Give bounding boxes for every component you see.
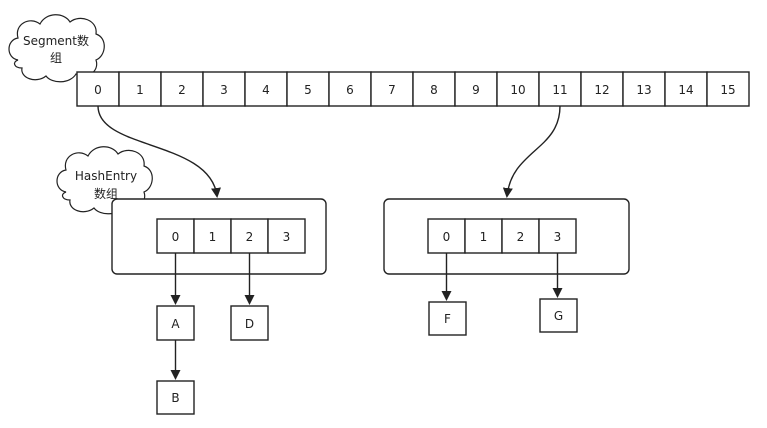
hashentry-cell: 2 (230, 218, 269, 254)
segment11-to-right-table-arrow (502, 105, 561, 198)
segment-cell: 12 (580, 71, 624, 107)
hashentry-cell: 3 (267, 218, 306, 254)
segment-cell-label: 7 (388, 83, 396, 97)
segment0-to-left-table-arrow (97, 105, 221, 198)
segment-cell: 1 (118, 71, 162, 107)
hashentry-cell: 2 (501, 218, 540, 254)
segment-cell: 0 (76, 71, 120, 107)
segment-cell-label: 13 (636, 83, 651, 97)
entry-node-D-label: D (245, 317, 254, 331)
hashentry-cell: 3 (538, 218, 577, 254)
hashentry-cell: 1 (193, 218, 232, 254)
hashentry-cell-label: 1 (480, 230, 488, 244)
hashentry-cell-label: 2 (517, 230, 525, 244)
segment-cell: 3 (202, 71, 246, 107)
entry-node-F-label: F (444, 312, 451, 326)
hashentry-cell-label: 3 (283, 230, 291, 244)
hashentry-cell-label: 0 (172, 230, 180, 244)
segment-cell-label: 14 (678, 83, 693, 97)
entry-node-B-label: B (171, 391, 179, 405)
hashentry-cell: 1 (464, 218, 503, 254)
segment-cell: 4 (244, 71, 288, 107)
segment-cell-label: 10 (510, 83, 525, 97)
segment-cell-label: 0 (94, 83, 102, 97)
entry-node-D: D (230, 305, 269, 341)
hashentry-cell-label: 1 (209, 230, 217, 244)
segment-cell-label: 1 (136, 83, 144, 97)
segment-cell: 2 (160, 71, 204, 107)
segment-cell: 6 (328, 71, 372, 107)
segment-cell-label: 2 (178, 83, 186, 97)
hashentry-table-left: 0 1 2 3 (111, 198, 327, 275)
segment-cell: 9 (454, 71, 498, 107)
segment-cloud: Segment数 组 (8, 14, 105, 83)
entry-node-B: B (156, 380, 195, 415)
segment-cell-label: 8 (430, 83, 438, 97)
segment-cell: 8 (412, 71, 456, 107)
segment-cell-label: 4 (262, 83, 270, 97)
segment-cell-label: 5 (304, 83, 312, 97)
segment-cell: 15 (706, 71, 750, 107)
segment-cell: 5 (286, 71, 330, 107)
hashentry-cell-label: 0 (443, 230, 451, 244)
segment-cloud-line1: Segment数 (23, 33, 89, 48)
segment-cell: 13 (622, 71, 666, 107)
segment-cell-label: 9 (472, 83, 480, 97)
hashentry-table-right: 0 1 2 3 (383, 198, 630, 275)
hashentry-cell-label: 3 (554, 230, 562, 244)
entry-node-G-label: G (554, 309, 563, 323)
segment-array: 0 1 2 3 4 5 6 7 8 9 10 11 12 13 14 15 (76, 71, 750, 107)
entry-node-A: A (156, 305, 195, 341)
hashentry-cell: 0 (156, 218, 195, 254)
hashentry-cloud: HashEntry 数组 (56, 146, 153, 215)
segment-cell-label: 12 (594, 83, 609, 97)
segment-cell: 11 (538, 71, 582, 107)
entry-node-G: G (539, 298, 578, 333)
segment-cell: 10 (496, 71, 540, 107)
segment-cloud-line2: 组 (50, 51, 62, 65)
hashentry-cell: 0 (427, 218, 466, 254)
segment-cell-label: 15 (720, 83, 735, 97)
segment-cell: 7 (370, 71, 414, 107)
segment-cell: 14 (664, 71, 708, 107)
hashentry-cell-label: 2 (246, 230, 254, 244)
hashentry-cloud-line1: HashEntry (75, 169, 137, 183)
segment-cell-label: 11 (552, 83, 567, 97)
entry-node-F: F (428, 301, 467, 336)
entry-node-A-label: A (171, 317, 180, 331)
hashentry-cloud-line2: 数组 (94, 186, 118, 201)
segment-cell-label: 3 (220, 83, 228, 97)
segment-cell-label: 6 (346, 83, 354, 97)
